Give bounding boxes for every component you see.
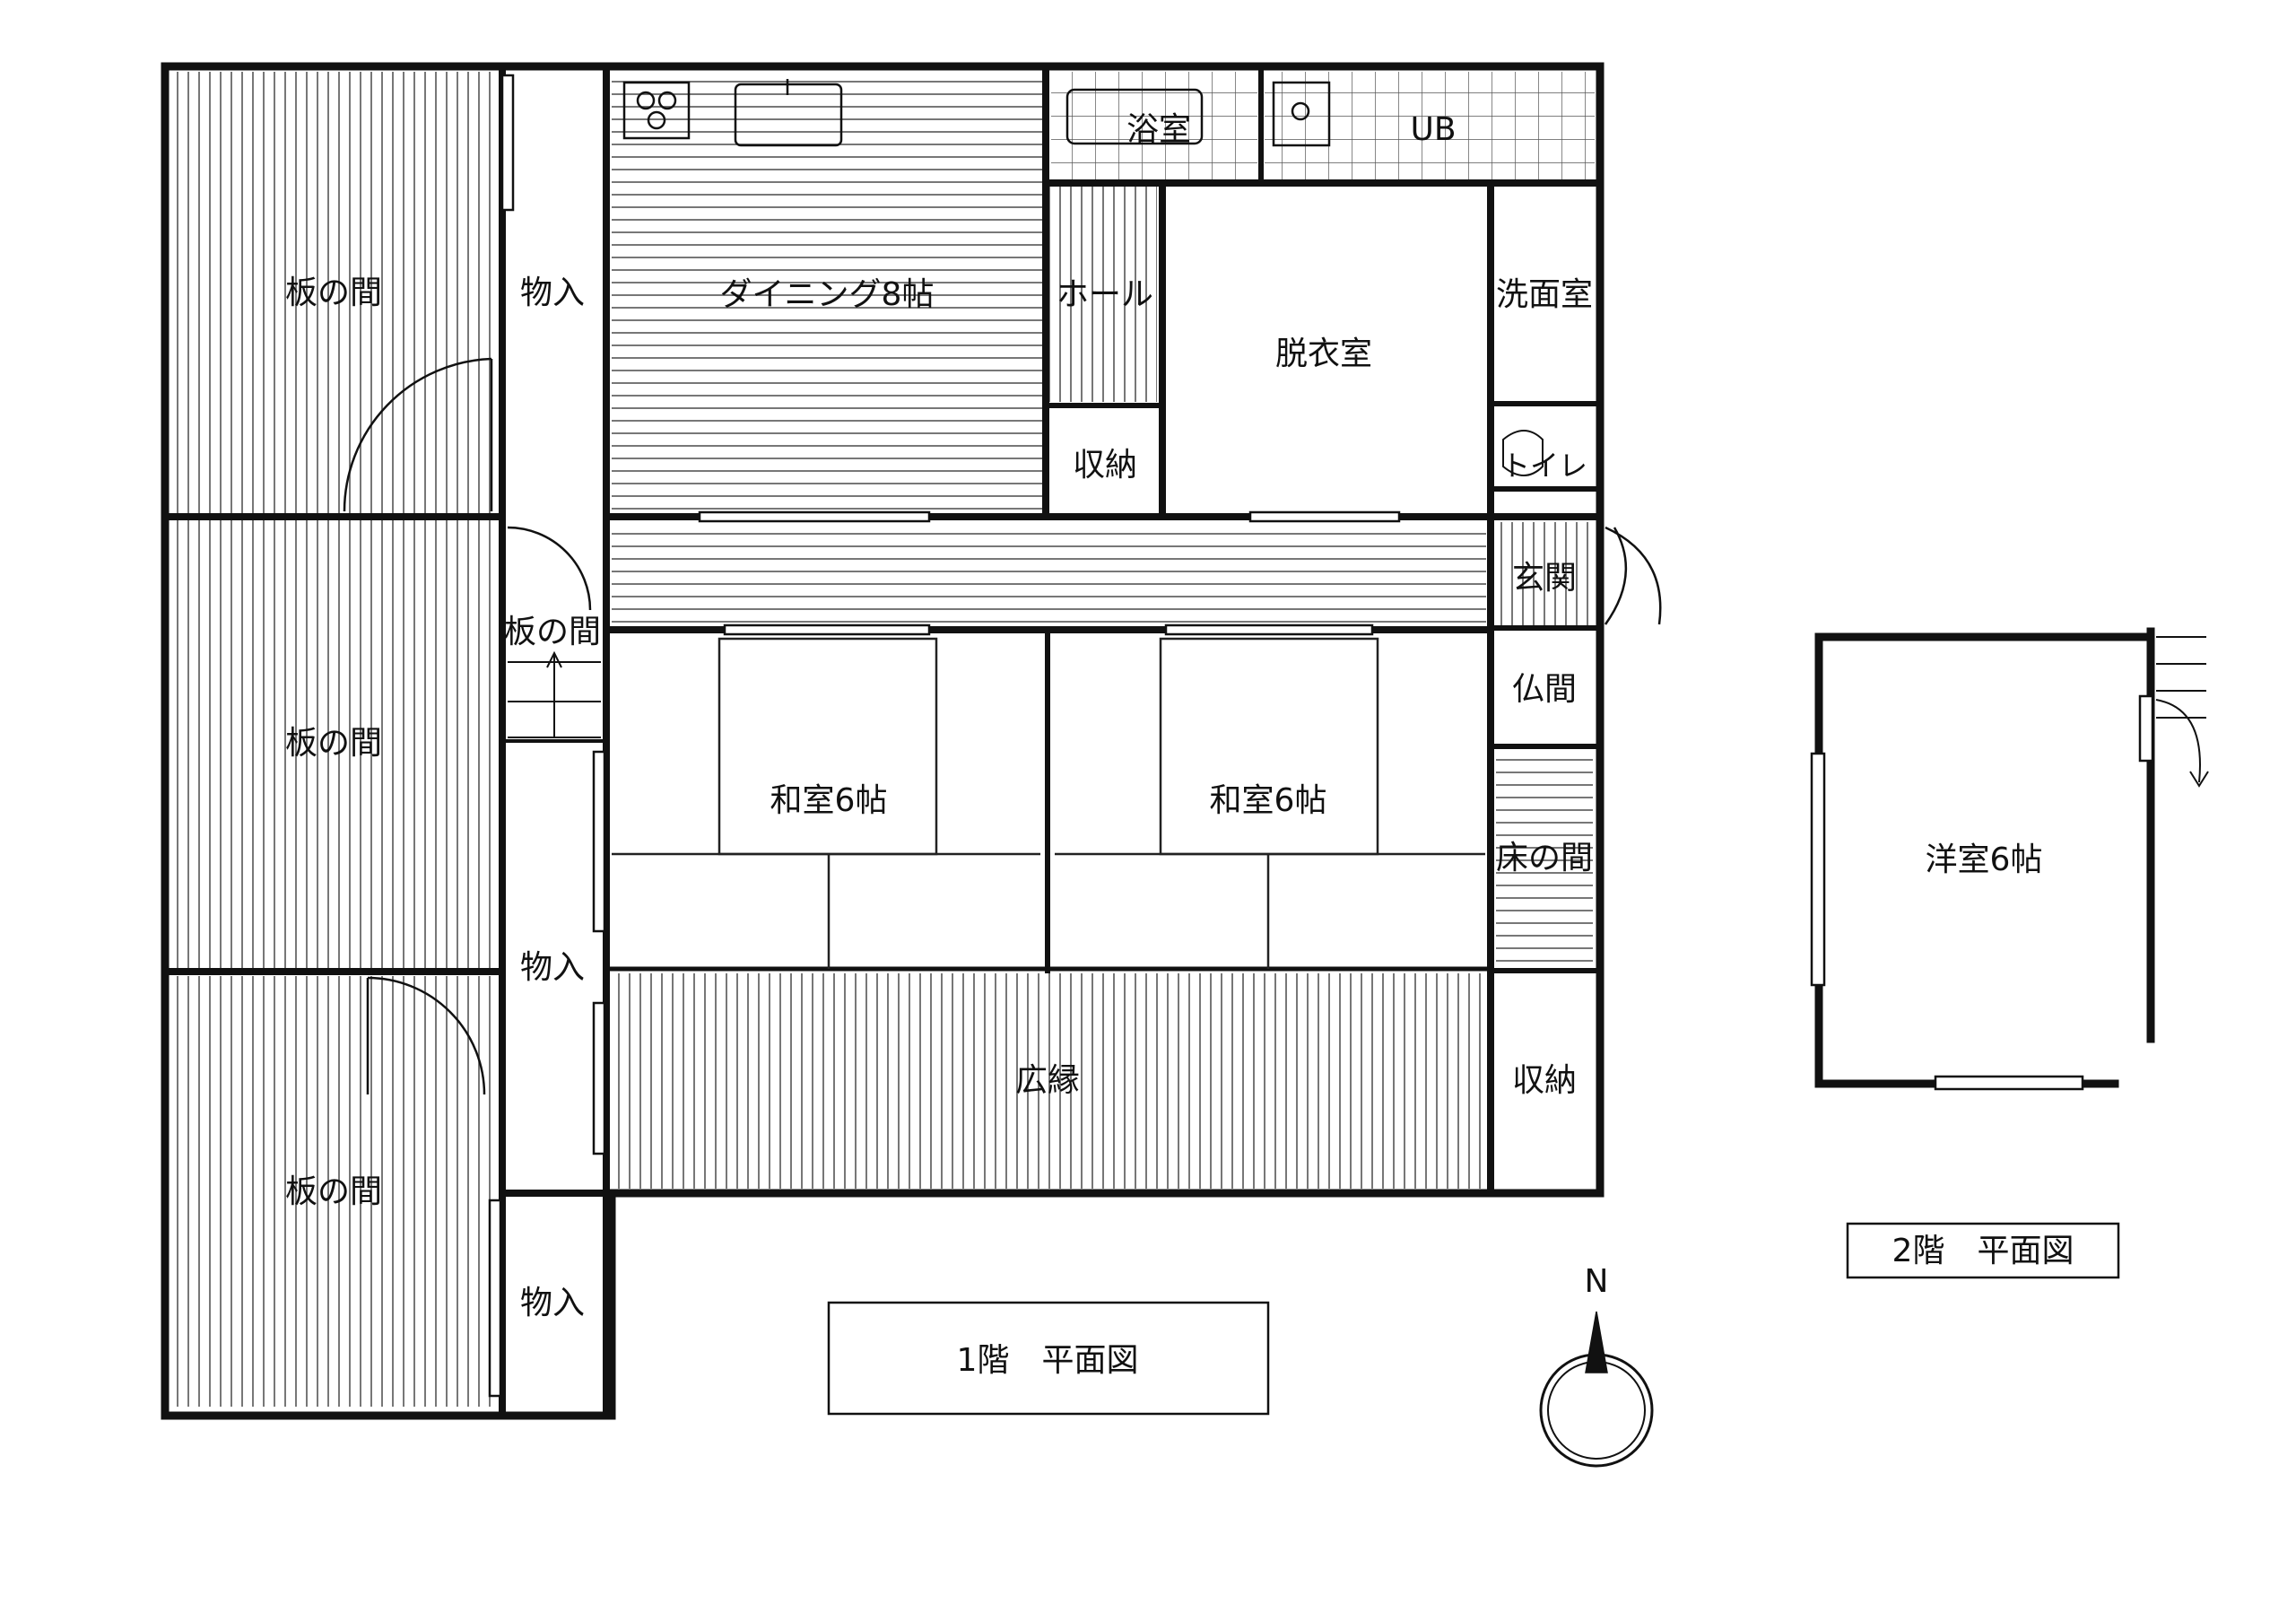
room-label-bath: 浴室 xyxy=(1126,111,1191,148)
room-label-toilet: トイレ xyxy=(1501,449,1587,483)
room-label-itanoma-stair: 板の間 xyxy=(504,614,601,650)
room-label-shuno-n: 収納 xyxy=(1073,447,1137,484)
room-label-tokonoma: 床の間 xyxy=(1496,840,1593,876)
floor1-caption: 1階 平面図 xyxy=(827,1301,1270,1416)
room-label-washitsu-e: 和室6帖 xyxy=(1210,782,1327,819)
dining-floor xyxy=(612,76,1044,511)
room-label-senmen: 洗面室 xyxy=(1496,276,1593,313)
room-label-hiroen: 広縁 xyxy=(1015,1062,1080,1099)
room-label-hall: ホール xyxy=(1057,276,1153,313)
room-label-monoire-s: 物入 xyxy=(520,1285,585,1321)
room-label-genkan: 玄関 xyxy=(1512,560,1577,597)
sliding-openings xyxy=(488,74,1401,1398)
room-label-dining: ダイニング8帖 xyxy=(720,276,935,313)
north-arrow-icon xyxy=(1585,1311,1608,1373)
floor1-labels: 板の間 板の間 板の間 物入 板の間 物入 物入 ダイニング8帖 浴室 UB ホ… xyxy=(285,111,1593,1321)
stove-icon xyxy=(622,81,691,140)
floor1-fills xyxy=(170,72,1595,1407)
room-label-washitsu-w: 和室6帖 xyxy=(770,782,888,819)
corridor-floor xyxy=(612,522,1486,625)
room-label-itanoma-nw: 板の間 xyxy=(285,275,382,311)
room-label-ub: UB xyxy=(1410,111,1456,148)
room-label-itanoma-w: 板の間 xyxy=(285,725,382,762)
itanoma-sw-floor xyxy=(170,976,495,1407)
room-label-shuno-s: 収納 xyxy=(1512,1062,1577,1099)
room-label-monoire-n: 物入 xyxy=(520,275,585,311)
compass-north-label: N xyxy=(1585,1263,1609,1300)
floor1-walls xyxy=(161,62,1605,1420)
hiroen-floor xyxy=(612,973,1486,1189)
room-label-itanoma-sw: 板の間 xyxy=(285,1173,382,1210)
floor1-caption-text: 1階 平面図 xyxy=(957,1342,1139,1379)
ub-tile xyxy=(1265,72,1595,179)
ub-unit-icon xyxy=(1272,81,1331,147)
genkan-floor xyxy=(1496,522,1593,625)
kitchen-fixtures xyxy=(622,79,1331,147)
swing-doors xyxy=(343,357,1662,1095)
room-label-monoire-mid: 物入 xyxy=(520,949,585,986)
floor2-caption-text: 2階 平面図 xyxy=(1892,1233,2074,1269)
floor2-plan: 洋室6帖 2階 平面図 xyxy=(1810,627,2209,1279)
compass: N xyxy=(1539,1263,1654,1468)
toilet-fixture xyxy=(1502,430,1544,476)
bathtub-icon xyxy=(1065,88,1204,145)
room-label-yoshitsu: 洋室6帖 xyxy=(1926,841,2043,878)
room-label-butsuma: 仏間 xyxy=(1512,671,1577,708)
floor2-stairs xyxy=(2155,636,2209,788)
itanoma-nw-floor xyxy=(170,72,495,513)
tokonoma-floor xyxy=(1496,752,1593,965)
hall-floor xyxy=(1049,187,1157,402)
stairs xyxy=(508,650,601,738)
room-label-datsui: 脱衣室 xyxy=(1275,336,1372,372)
itanoma-w-floor xyxy=(170,520,495,969)
tatami-mats xyxy=(612,637,1485,969)
